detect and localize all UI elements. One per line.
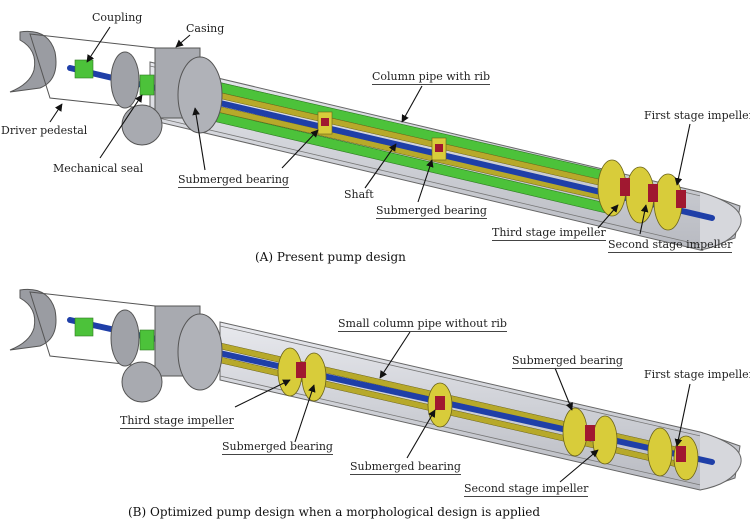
label-casing: Casing bbox=[186, 22, 225, 35]
label-mechanical-seal: Mechanical seal bbox=[53, 162, 144, 175]
label-submerged-bearing-a2: Submerged bearing bbox=[376, 204, 487, 219]
panel-b-arrows bbox=[234, 331, 691, 483]
label-submerged-bearing-b-top: Submerged bearing bbox=[512, 354, 623, 369]
label-driver-pedestal: Driver pedestal bbox=[1, 124, 88, 137]
label-second-stage-impeller-b: Second stage impeller bbox=[464, 482, 589, 497]
label-third-stage-impeller-a: Third stage impeller bbox=[492, 226, 606, 241]
caption-panel-b: (B) Optimized pump design when a morphol… bbox=[128, 505, 541, 519]
panel-a-arrows bbox=[49, 26, 691, 235]
label-second-stage-impeller-a: Second stage impeller bbox=[608, 238, 733, 253]
casing-and-driver bbox=[9, 30, 223, 146]
label-column-pipe-with-rib: Column pipe with rib bbox=[372, 70, 491, 85]
caption-panel-a: (A) Present pump design bbox=[255, 250, 406, 264]
label-submerged-bearing-b2: Submerged bearing bbox=[350, 460, 461, 475]
label-submerged-bearing-b1: Submerged bearing bbox=[222, 440, 333, 455]
casing-and-driver-b bbox=[9, 288, 223, 403]
label-third-stage-impeller-b: Third stage impeller bbox=[120, 414, 234, 429]
label-coupling: Coupling bbox=[92, 11, 143, 24]
label-small-column-pipe: Small column pipe without rib bbox=[338, 317, 507, 332]
label-submerged-bearing-a1: Submerged bearing bbox=[178, 173, 289, 188]
label-first-stage-impeller-a: First stage impeller bbox=[644, 109, 750, 122]
label-shaft: Shaft bbox=[344, 188, 374, 201]
label-first-stage-impeller-b: First stage impeller bbox=[644, 368, 750, 381]
panel-a-drawing bbox=[9, 26, 742, 251]
panel-b-drawing bbox=[9, 288, 742, 491]
